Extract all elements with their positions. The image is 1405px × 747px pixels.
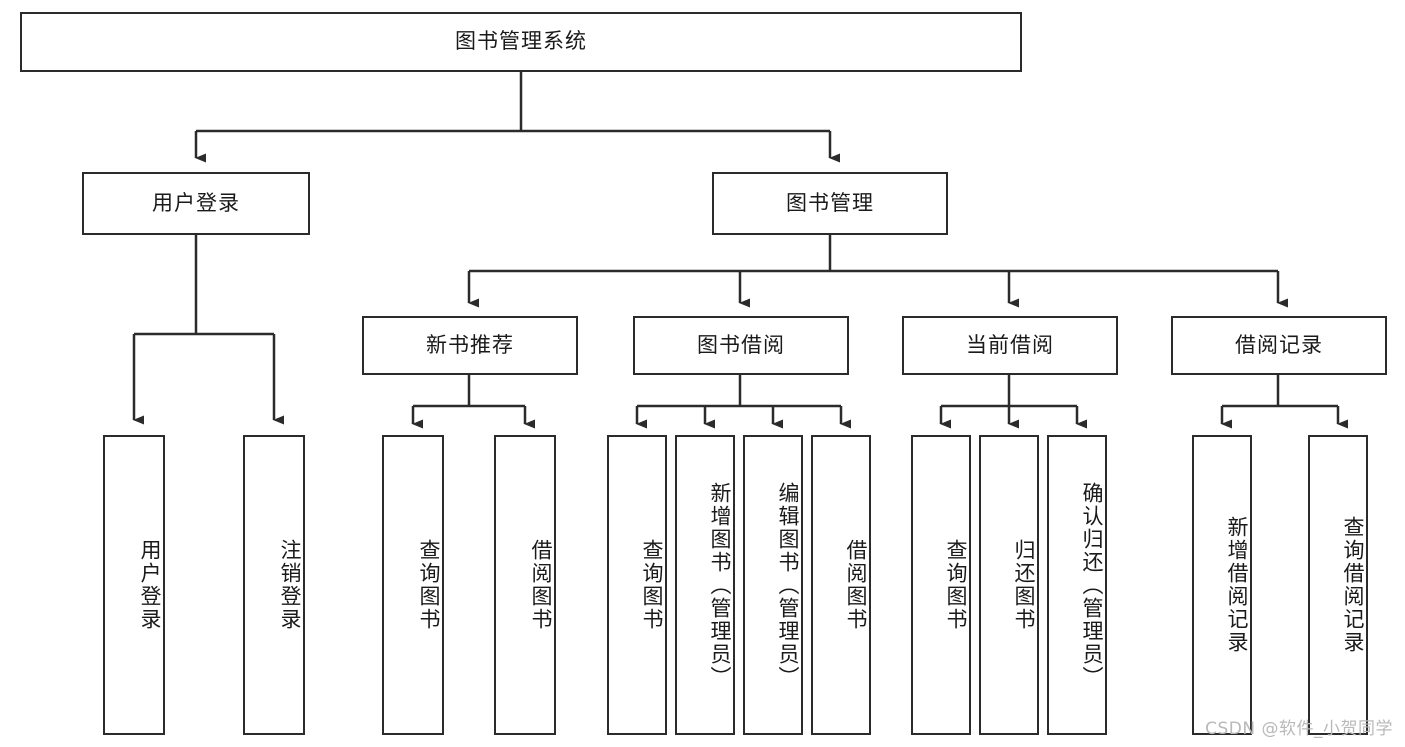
node-borrow-record-label: 借阅记录: [1235, 332, 1323, 357]
node-leaf-borrow-edit[interactable]: 编辑图书（管理员）: [743, 435, 803, 735]
node-leaf-borrow-query-label: 查询图书: [640, 539, 664, 631]
node-leaf-cur-confirm[interactable]: 确认归还（管理员）: [1047, 435, 1107, 735]
node-root[interactable]: 图书管理系统: [20, 12, 1022, 72]
node-leaf-rec-find[interactable]: 查询借阅记录: [1308, 435, 1368, 735]
node-leaf-cur-query-label: 查询图书: [944, 539, 968, 631]
node-new-book-rec[interactable]: 新书推荐: [362, 316, 578, 375]
node-book-borrow-label: 图书借阅: [697, 332, 785, 357]
node-book-borrow[interactable]: 图书借阅: [633, 316, 849, 375]
node-leaf-rec-add[interactable]: 新增借阅记录: [1192, 435, 1252, 735]
node-leaf-borrow-edit-label: 编辑图书（管理员）: [776, 481, 800, 689]
node-leaf-rec-borrow[interactable]: 借阅图书: [494, 435, 556, 735]
node-leaf-borrow-query[interactable]: 查询图书: [607, 435, 667, 735]
node-current-borrow[interactable]: 当前借阅: [902, 316, 1118, 375]
node-leaf-borrow-add[interactable]: 新增图书（管理员）: [675, 435, 735, 735]
node-leaf-rec-add-label: 新增借阅记录: [1225, 516, 1249, 654]
node-leaf-cur-query[interactable]: 查询图书: [911, 435, 971, 735]
node-leaf-user-login-label: 用户登录: [138, 539, 162, 631]
node-leaf-borrow-add-label: 新增图书（管理员）: [708, 481, 732, 689]
node-leaf-cur-return[interactable]: 归还图书: [979, 435, 1039, 735]
node-new-book-rec-label: 新书推荐: [426, 332, 514, 357]
node-user-login-label: 用户登录: [152, 190, 240, 215]
node-borrow-record[interactable]: 借阅记录: [1171, 316, 1387, 375]
node-leaf-cur-return-label: 归还图书: [1012, 539, 1036, 631]
node-leaf-rec-find-label: 查询借阅记录: [1341, 516, 1365, 654]
node-root-label: 图书管理系统: [455, 29, 587, 54]
node-leaf-rec-query[interactable]: 查询图书: [382, 435, 444, 735]
node-book-manage-label: 图书管理: [786, 190, 874, 215]
node-leaf-rec-query-label: 查询图书: [417, 539, 441, 631]
node-leaf-borrow-do-label: 借阅图书: [844, 539, 868, 631]
node-book-manage[interactable]: 图书管理: [712, 172, 948, 235]
node-current-borrow-label: 当前借阅: [966, 332, 1054, 357]
node-leaf-logout-label: 注销登录: [278, 539, 302, 631]
node-leaf-cur-confirm-label: 确认归还（管理员）: [1080, 481, 1104, 689]
node-user-login[interactable]: 用户登录: [82, 172, 310, 235]
node-leaf-logout[interactable]: 注销登录: [243, 435, 305, 735]
node-leaf-borrow-do[interactable]: 借阅图书: [811, 435, 871, 735]
node-leaf-user-login[interactable]: 用户登录: [103, 435, 165, 735]
node-leaf-rec-borrow-label: 借阅图书: [529, 539, 553, 631]
